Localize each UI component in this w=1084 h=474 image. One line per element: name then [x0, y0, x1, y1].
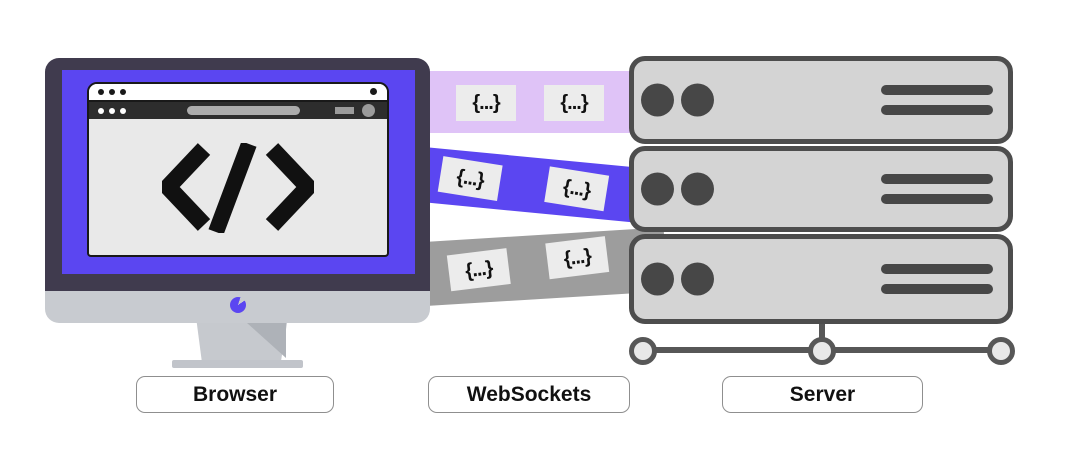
dot-icon — [120, 89, 126, 95]
json-packet-icon: {...} — [456, 85, 516, 121]
browser-titlebar — [89, 84, 387, 102]
menu-dot-icon — [370, 88, 377, 95]
json-packet-icon: {...} — [446, 248, 511, 292]
window-control-dots-icon — [98, 107, 126, 114]
pipe-lavender: {...} {...} — [424, 71, 640, 133]
server-unit-2 — [629, 146, 1013, 232]
vent-bar-icon — [881, 85, 993, 95]
browser-toolbar — [89, 102, 387, 119]
network-node-right — [987, 337, 1015, 365]
server-vent-bars — [881, 174, 993, 204]
server-vent-bars — [881, 264, 993, 294]
server-unit-1 — [629, 56, 1013, 144]
json-packet-icon: {...} — [545, 236, 610, 280]
browser-label-chip: Browser — [136, 376, 334, 413]
json-packet-icon: {...} — [544, 166, 610, 212]
packet-label: {...} — [561, 175, 592, 202]
server-led-icons — [641, 262, 714, 296]
avatar-icon — [362, 104, 375, 117]
vent-bar-icon — [881, 264, 993, 274]
server-unit-3 — [629, 234, 1013, 324]
server-led-icons — [641, 172, 714, 206]
browser-window — [87, 82, 389, 257]
packet-label: {...} — [463, 256, 494, 282]
vent-bar-icon — [881, 194, 993, 204]
vent-bar-icon — [881, 284, 993, 294]
server-led-icons — [641, 83, 714, 117]
vent-bar-icon — [881, 174, 993, 184]
dot-icon — [109, 89, 115, 95]
packet-label: {...} — [455, 165, 486, 192]
dot-icon — [98, 107, 104, 114]
browser-content — [89, 119, 387, 255]
json-packet-icon: {...} — [437, 156, 503, 202]
network-connector-line — [819, 314, 825, 348]
window-control-dots-icon — [98, 89, 126, 95]
websockets-label-chip: WebSockets — [428, 376, 630, 413]
address-bar — [187, 106, 300, 115]
packet-label: {...} — [472, 91, 500, 114]
packet-label: {...} — [560, 91, 588, 114]
packet-label: {...} — [562, 244, 593, 270]
vent-bar-icon — [881, 105, 993, 115]
websockets-label: WebSockets — [466, 382, 592, 406]
server-label-chip: Server — [722, 376, 923, 413]
dot-icon — [98, 89, 104, 95]
led-circle-icon — [681, 262, 714, 296]
pipe-violet: {...} {...} — [418, 147, 638, 223]
json-packet-icon: {...} — [544, 85, 604, 121]
server-vent-bars — [881, 85, 993, 115]
toolbar-button-icon — [335, 107, 354, 114]
server-label: Server — [789, 382, 856, 406]
dot-icon — [109, 107, 115, 114]
network-node-left — [629, 337, 657, 365]
monitor-logo-icon — [230, 297, 246, 313]
browser-label: Browser — [192, 382, 278, 406]
network-node-middle — [808, 337, 836, 365]
led-circle-icon — [641, 83, 674, 117]
led-circle-icon — [641, 262, 674, 296]
monitor-base — [172, 360, 303, 368]
led-circle-icon — [681, 172, 714, 206]
dot-icon — [120, 107, 126, 114]
code-icon — [162, 143, 314, 233]
led-circle-icon — [681, 83, 714, 117]
led-circle-icon — [641, 172, 674, 206]
